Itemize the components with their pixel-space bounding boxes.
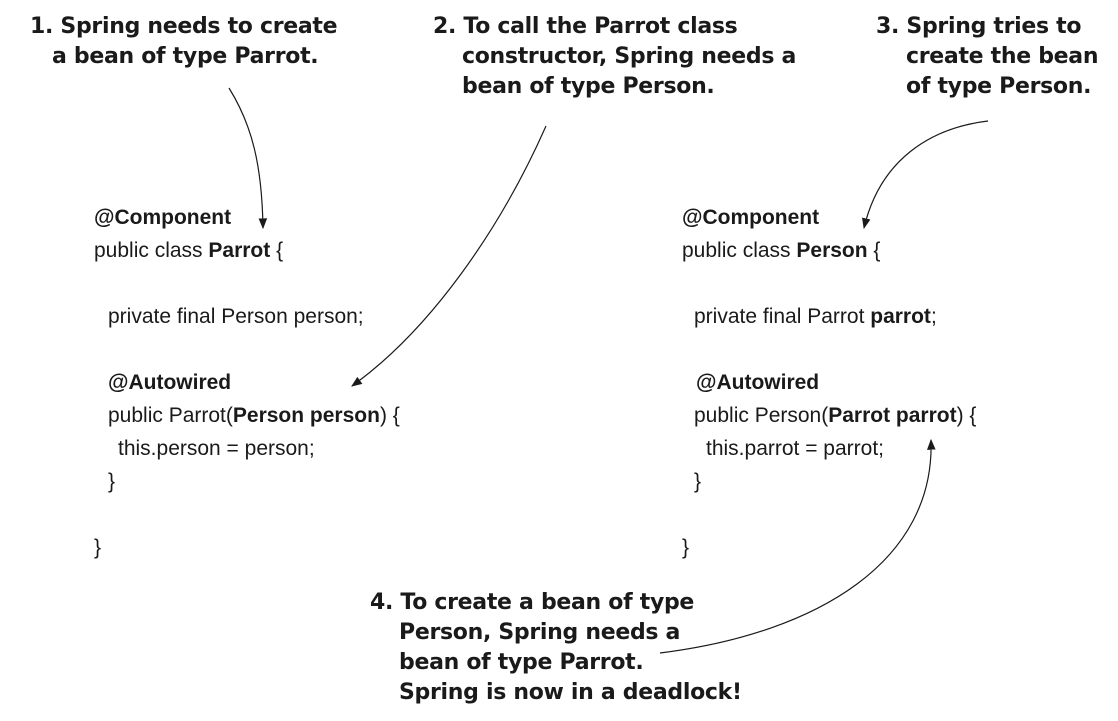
callout-3: 3. Spring tries to create the bean of ty… — [876, 12, 1099, 102]
callout-4-line-1: 4. To create a bean of type — [370, 590, 695, 615]
parrot-autowired: @Autowired — [108, 371, 232, 394]
arrow-3 — [862, 120, 989, 230]
person-autowired: @Autowired — [696, 371, 820, 394]
person-constructor-param: Parrot parrot — [828, 404, 957, 427]
callout-2-line-2: constructor, Spring needs a — [462, 44, 797, 69]
parrot-class-close: } — [94, 536, 102, 559]
person-ctor-close: } — [694, 470, 702, 493]
callout-2-line-1: 2. To call the Parrot class — [433, 14, 738, 39]
person-field-name: parrot — [870, 305, 931, 328]
callout-3-line-2: create the bean — [906, 44, 1099, 69]
callout-3-line-1: 3. Spring tries to — [876, 14, 1082, 39]
parrot-constructor: public Parrot(Person person) { — [108, 404, 400, 427]
person-class-close: } — [682, 536, 690, 559]
person-class-declaration: public class Person { — [682, 239, 881, 262]
arrow-4 — [659, 438, 936, 654]
callout-2-line-3: bean of type Person. — [462, 74, 715, 99]
callout-4: 4. To create a bean of type Person, Spri… — [370, 588, 742, 708]
callout-1-line-1: 1. Spring needs to create — [30, 14, 338, 39]
parrot-field: private final Person person; — [108, 305, 364, 328]
parrot-class-declaration: public class Parrot { — [94, 239, 284, 262]
arrow-1 — [228, 87, 268, 230]
callout-4-line-4: Spring is now in a deadlock! — [399, 680, 742, 705]
arrow-2 — [351, 125, 547, 387]
callout-1-line-2: a bean of type Parrot. — [52, 44, 319, 69]
callout-4-line-3: bean of type Parrot. — [399, 650, 644, 675]
person-constructor: public Person(Parrot parrot) { — [694, 404, 977, 427]
callout-1: 1. Spring needs to create a bean of type… — [30, 12, 338, 72]
parrot-class-name: Parrot — [208, 239, 271, 262]
callout-2: 2. To call the Parrot class constructor,… — [433, 12, 796, 102]
parrot-constructor-param: Person person — [232, 404, 380, 427]
parrot-annotation: @Component — [94, 206, 232, 229]
person-class-name: Person — [796, 239, 868, 262]
person-field: private final Parrot parrot; — [694, 305, 937, 328]
person-assignment: this.parrot = parrot; — [706, 437, 884, 460]
parrot-ctor-close: } — [108, 470, 116, 493]
person-annotation: @Component — [682, 206, 820, 229]
parrot-assignment: this.person = person; — [118, 437, 315, 460]
person-class-code: @Component public class Person { private… — [682, 201, 976, 564]
callout-3-line-3: of type Person. — [906, 74, 1092, 99]
parrot-class-code: @Component public class Parrot { private… — [94, 201, 400, 564]
callout-4-line-2: Person, Spring needs a — [399, 620, 681, 645]
